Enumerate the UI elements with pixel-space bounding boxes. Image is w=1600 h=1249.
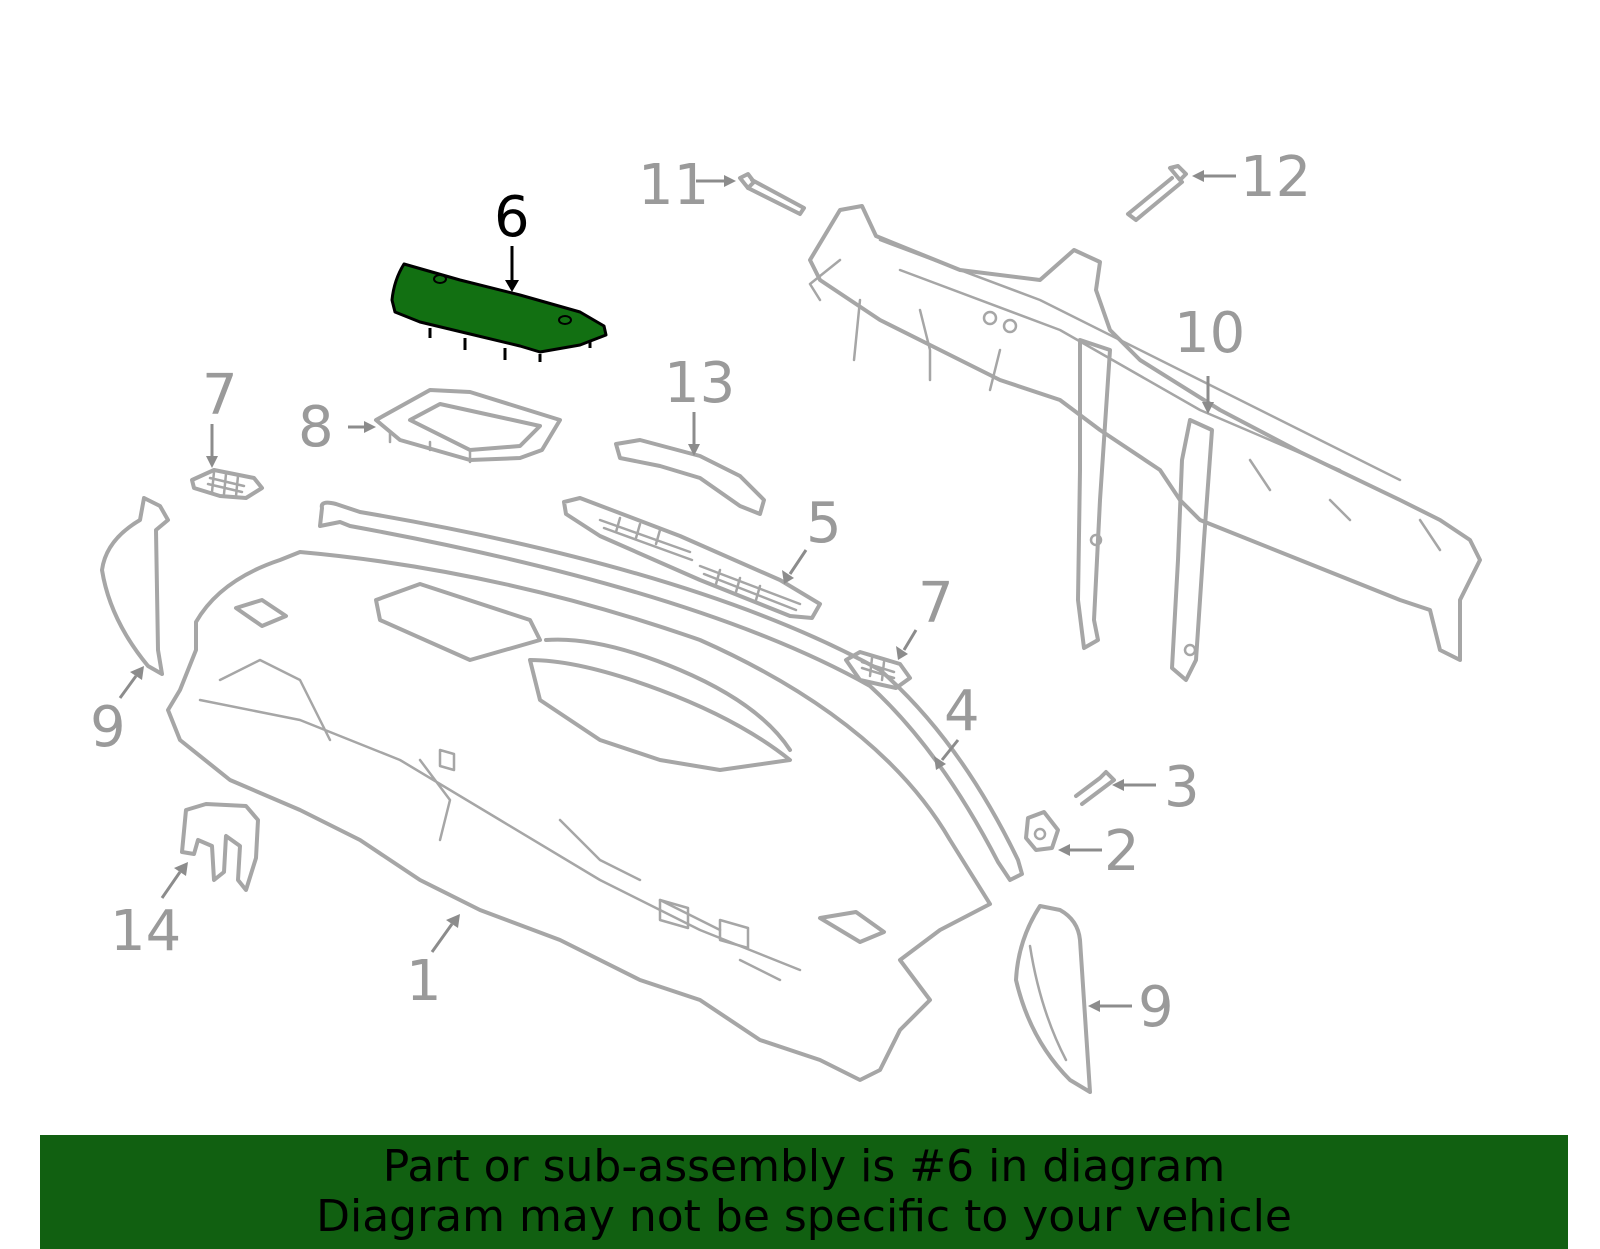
callout-10: 10 bbox=[1174, 301, 1245, 366]
part-3-bolt[interactable] bbox=[1074, 770, 1116, 806]
callout-3: 3 bbox=[1164, 755, 1200, 820]
part-12-bolt[interactable] bbox=[1126, 164, 1188, 222]
callout-14: 14 bbox=[110, 899, 181, 964]
callout-13: 13 bbox=[664, 351, 735, 416]
callout-12: 12 bbox=[1240, 145, 1311, 210]
banner-line-part-info: Part or sub-assembly is #6 in diagram bbox=[382, 1141, 1226, 1192]
part-11-bolt[interactable] bbox=[738, 172, 806, 216]
part-5-defroster-grille[interactable] bbox=[562, 496, 822, 620]
part-9-side-cover-right[interactable] bbox=[1014, 904, 1092, 1094]
callout-6: 6 bbox=[494, 185, 530, 250]
part-8-tray[interactable] bbox=[374, 388, 562, 464]
callout-1: 1 bbox=[406, 949, 442, 1014]
part-6-cover-panel[interactable] bbox=[390, 262, 608, 362]
callout-8: 8 bbox=[298, 395, 334, 460]
callout-4: 4 bbox=[944, 679, 980, 744]
part-14-bracket[interactable] bbox=[180, 802, 260, 892]
callout-7-right: 7 bbox=[918, 571, 954, 636]
part-4-trim-strip[interactable] bbox=[318, 500, 1024, 882]
part-2-clip[interactable] bbox=[1024, 810, 1060, 852]
info-banner: Part or sub-assembly is #6 in diagram Di… bbox=[40, 1135, 1568, 1249]
banner-line-disclaimer: Diagram may not be specific to your vehi… bbox=[316, 1191, 1292, 1242]
part-10-cross-car-beam[interactable] bbox=[808, 204, 1482, 682]
part-9-side-cover-left[interactable] bbox=[100, 496, 170, 676]
part-13-bracket[interactable] bbox=[614, 438, 766, 516]
part-1-instrument-panel[interactable] bbox=[166, 550, 992, 1082]
callout-2: 2 bbox=[1104, 819, 1140, 884]
callout-9-left: 9 bbox=[90, 695, 126, 760]
callout-11: 11 bbox=[638, 153, 709, 218]
leader-lines bbox=[118, 170, 1236, 1012]
callout-5: 5 bbox=[806, 491, 842, 556]
callout-9-right: 9 bbox=[1138, 975, 1174, 1040]
part-7-vent-left[interactable] bbox=[190, 468, 264, 500]
callout-7-left: 7 bbox=[202, 363, 238, 428]
callout-labels: 6 8 7 13 5 7 4 9 14 1 3 2 9 10 11 12 bbox=[90, 145, 1311, 1040]
